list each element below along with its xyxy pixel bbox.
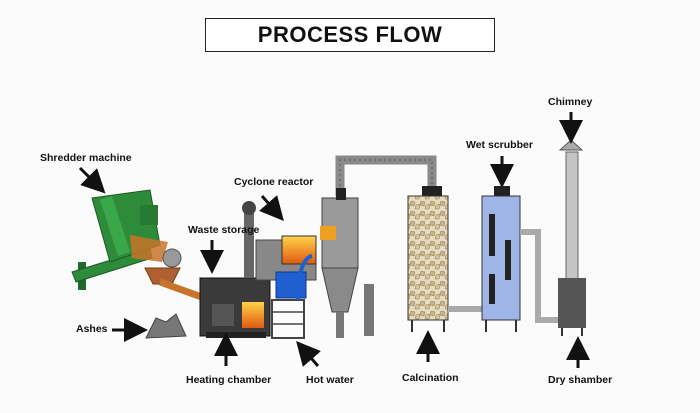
label-waste-storage: Waste storage	[188, 224, 260, 236]
link-pipe-1	[448, 306, 482, 312]
label-cyclone: Cyclone reactor	[234, 176, 314, 188]
label-heating: Heating chamber	[186, 374, 272, 386]
chimney-stack	[558, 139, 586, 336]
top-duct	[335, 155, 437, 196]
link-pipe-2	[520, 229, 560, 323]
arrow-cyclone	[259, 195, 284, 222]
page-title: PROCESS FLOW	[257, 22, 443, 47]
label-shredder: Shredder machine	[40, 152, 132, 164]
cyclone-separator	[295, 197, 374, 338]
label-wet-scrubber: Wet scrubber	[466, 139, 533, 151]
label-chimney: Chimney	[548, 96, 593, 108]
wet-scrubber	[481, 186, 521, 332]
calcination-column	[407, 186, 449, 332]
label-ashes: Ashes	[76, 323, 108, 335]
shredder-machine	[71, 189, 182, 290]
heating-chamber	[199, 277, 271, 338]
label-dry-chamber: Dry shamber	[548, 374, 613, 386]
title-box: PROCESS FLOW	[205, 18, 495, 52]
label-hot-water: Hot water	[306, 374, 354, 386]
arrow-hot-water	[296, 340, 321, 367]
label-calcination: Calcination	[402, 372, 459, 384]
ashes-pile	[145, 313, 187, 339]
arrow-shredder	[78, 166, 106, 194]
